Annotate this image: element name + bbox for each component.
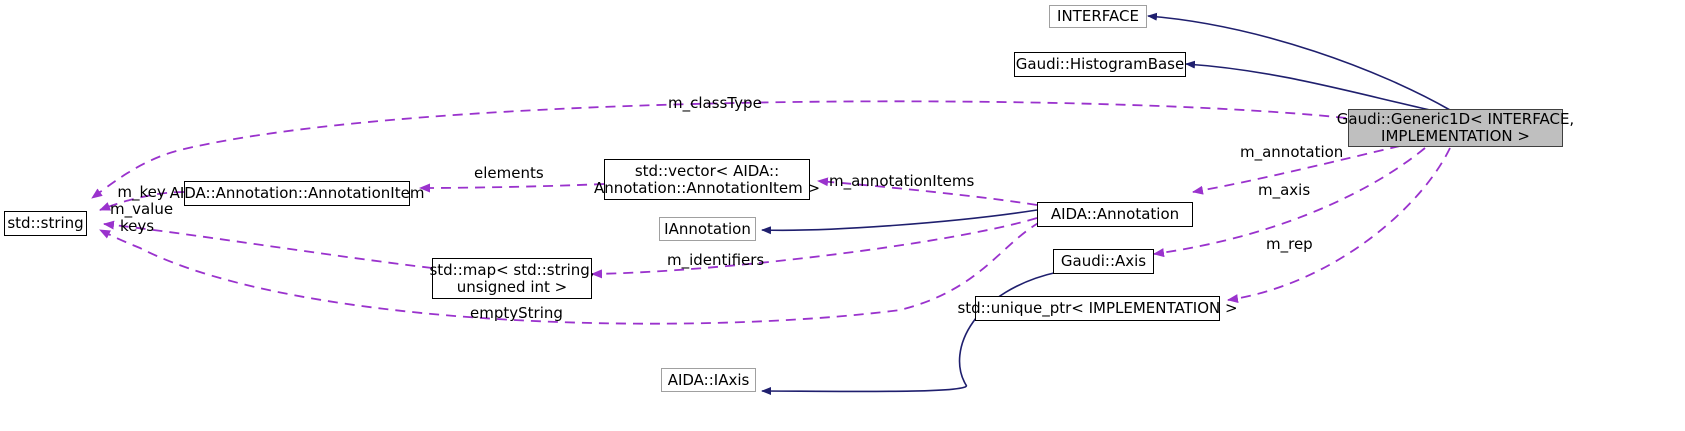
edge-label-m-axis: m_axis — [1258, 181, 1311, 199]
node-iannotation[interactable]: IAnnotation — [659, 217, 756, 241]
edge-label-m-identifiers: m_identifiers — [667, 251, 765, 269]
edge-label-m-rep: m_rep — [1266, 235, 1313, 253]
edge-label-keys: keys — [120, 217, 155, 235]
node-aida-annotation[interactable]: AIDA::Annotation — [1037, 202, 1193, 227]
node-std-unique-ptr-implementation[interactable]: std::unique_ptr< IMPLEMENTATION > — [957, 296, 1238, 321]
edge-label-elements: elements — [474, 164, 544, 182]
node-gaudi-histogrambase[interactable]: Gaudi::HistogramBase — [1014, 52, 1186, 77]
edge-label-m-classtype: m_classType — [668, 94, 762, 112]
edge-label-m-annotation: m_annotation — [1240, 143, 1344, 161]
edge-label-m-key-m-value: m_key m_value — [110, 183, 174, 218]
node-std-string[interactable]: std::string — [4, 211, 87, 236]
node-aida-annotation-annotationitem[interactable]: AIDA::Annotation::AnnotationItem — [170, 181, 424, 206]
node-interface[interactable]: INTERFACE — [1049, 5, 1147, 28]
edge-label-emptystring: emptyString — [470, 304, 563, 322]
node-std-map-string-uint[interactable]: std::map< std::string, unsigned int > — [429, 258, 595, 299]
node-aida-iaxis[interactable]: AIDA::IAxis — [661, 368, 756, 392]
node-std-vector-annotationitem[interactable]: std::vector< AIDA:: Annotation::Annotati… — [594, 159, 820, 200]
node-gaudi-generic1d[interactable]: Gaudi::Generic1D< INTERFACE, IMPLEMENTAT… — [1336, 109, 1575, 147]
edge-label-m-annotationitems: m_annotationItems — [829, 172, 975, 190]
node-gaudi-axis[interactable]: Gaudi::Axis — [1053, 249, 1154, 274]
